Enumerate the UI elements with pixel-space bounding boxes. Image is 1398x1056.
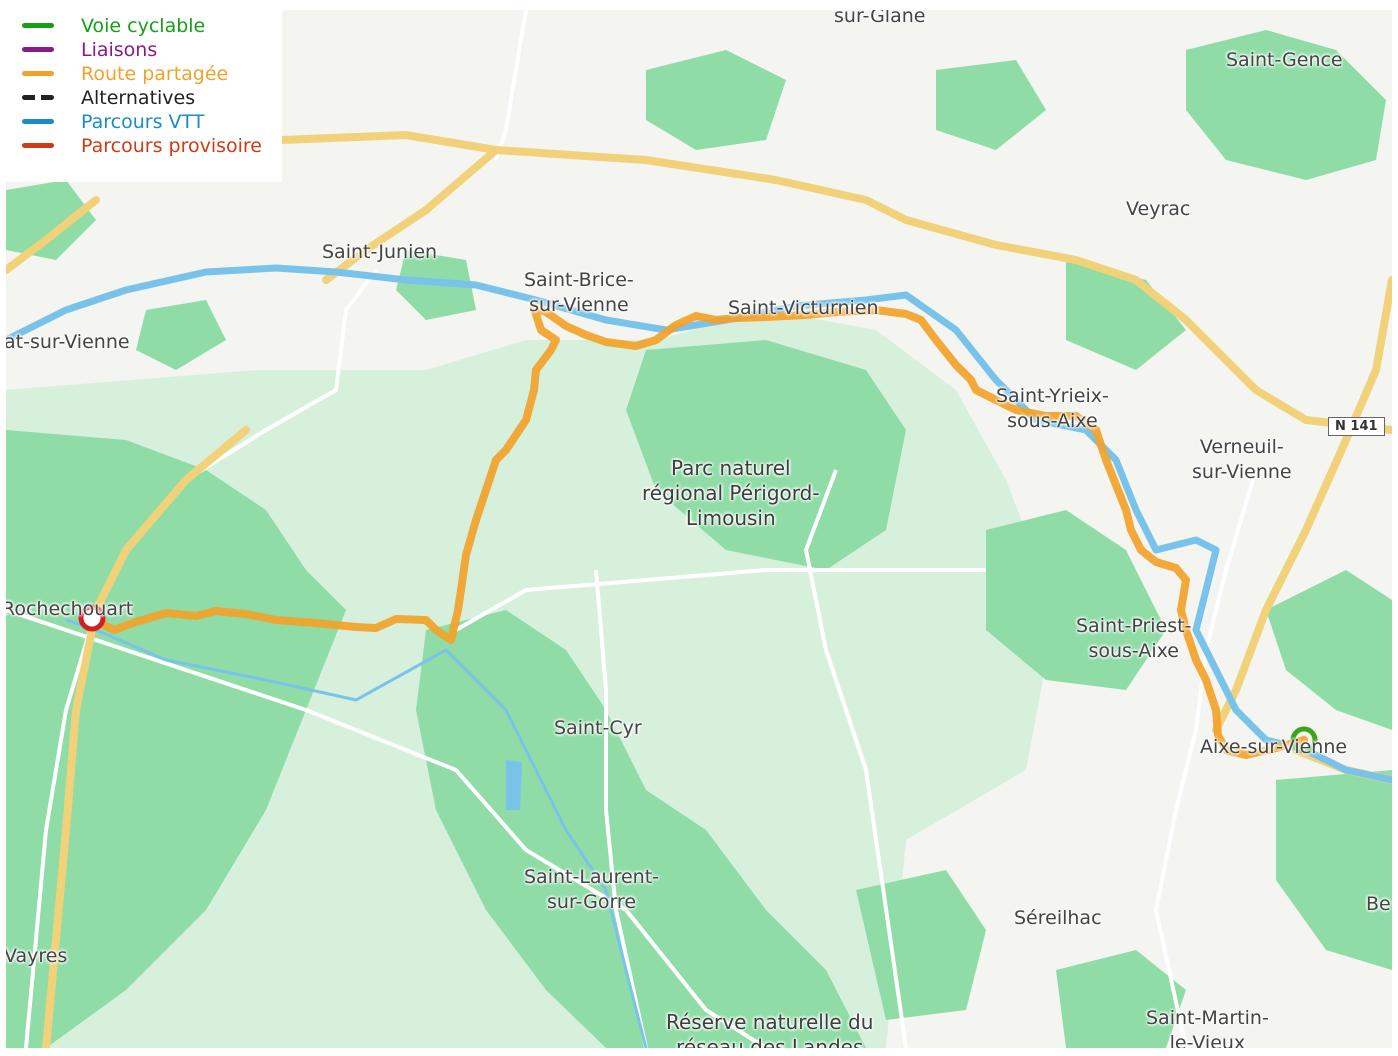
place-saint-brice: Saint-Brice- sur-Vienne (524, 269, 634, 316)
legend-swatch (22, 95, 54, 100)
place-aixe: Aixe-sur-Vienne (1200, 736, 1348, 758)
legend-item: Liaisons (0, 38, 282, 62)
cycle-route (88, 304, 1308, 759)
place-vayres: Vayres (6, 945, 68, 967)
minor-roads (6, 10, 1258, 1048)
place-reserve: Réserve naturelle du réseau des Landes (666, 1010, 874, 1048)
place-saint-junien: Saint-Junien (322, 241, 438, 263)
legend-item: Parcours provisoire (0, 134, 282, 158)
river-glane (65, 618, 648, 1048)
legend-swatch (22, 23, 54, 28)
legend-item: Alternatives (0, 86, 282, 110)
legend-item: Route partagée (0, 62, 282, 86)
legend-item: Voie cyclable (0, 14, 282, 38)
lake (506, 760, 522, 810)
place-saint-brice-short: at-sur-Vienne (6, 331, 130, 353)
legend-label: Parcours provisoire (81, 135, 262, 157)
start-marker (78, 604, 106, 632)
place-rochechouart: Rochechouart (6, 598, 134, 620)
place-saint-yrieix: Saint-Yrieix- sous-Aixe (996, 385, 1109, 432)
place-saint-martin: Saint-Martin- le-Vieux (1146, 1007, 1269, 1048)
legend-label: Alternatives (81, 87, 196, 109)
place-saint-gence: Saint-Gence (1226, 49, 1343, 71)
legend-item: Parcours VTT (0, 110, 282, 134)
map-canvas[interactable]: sur-Glane Saint-Gence Veyrac Saint-Junie… (6, 10, 1392, 1048)
legend-swatch (22, 71, 54, 76)
legend-swatch (22, 143, 54, 148)
place-saint-cyr: Saint-Cyr (554, 717, 642, 739)
legend-label: Route partagée (81, 63, 229, 85)
place-verneuil: Verneuil- sur-Vienne (1192, 436, 1292, 483)
end-marker (1290, 726, 1318, 754)
forest-patches (6, 30, 1392, 1048)
legend-label: Liaisons (81, 39, 158, 61)
place-saint-priest: Saint-Priest- sous-Aixe (1076, 615, 1192, 662)
map-layer (6, 10, 1392, 1048)
place-sur-glane: sur-Glane (834, 10, 926, 27)
place-sereilhac: Séreilhac (1014, 907, 1102, 929)
legend-swatch (22, 119, 54, 124)
place-be: Be (1366, 893, 1391, 915)
river-vienne (6, 264, 1392, 784)
place-veyrac: Veyrac (1126, 198, 1191, 220)
road-shield-n141: N 141 (1328, 417, 1385, 436)
legend-swatch (22, 47, 54, 52)
place-parc-naturel: Parc naturel régional Périgord- Limousin (642, 456, 820, 530)
legend-label: Voie cyclable (81, 15, 206, 37)
place-saint-laurent: Saint-Laurent- sur-Gorre (524, 866, 660, 913)
legend-label: Parcours VTT (81, 111, 205, 133)
place-saint-victurnien: Saint-Victurnien (728, 297, 879, 319)
